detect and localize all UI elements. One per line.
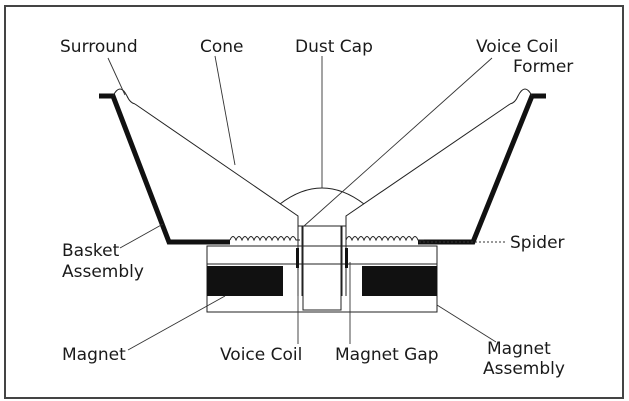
label-voice-coil-former-1: Voice Coil (476, 37, 558, 57)
spider-left (229, 236, 300, 242)
voice-coil-left (296, 248, 299, 268)
leader-basket (119, 223, 164, 249)
label-basket-1: Basket (62, 241, 120, 261)
top-plate (206, 245, 438, 265)
basket-left (99, 93, 230, 245)
label-magnet-gap: Magnet Gap (335, 345, 439, 365)
surround-left (112, 88, 136, 105)
diagram-frame (4, 5, 624, 399)
label-magnet-assembly-1: Magnet (487, 339, 551, 359)
label-cone: Cone (200, 37, 244, 57)
cone-right (345, 103, 511, 296)
label-magnet: Magnet (62, 345, 126, 365)
surround-right (509, 88, 533, 105)
magnet-left (207, 266, 283, 296)
spider-right (345, 236, 424, 242)
cone-left (134, 103, 299, 296)
label-dust-cap: Dust Cap (295, 37, 373, 57)
leader-magnet (127, 295, 226, 351)
voice-coil-right (345, 248, 348, 268)
leader-magnet-assembly (436, 304, 497, 343)
dust-cap (279, 187, 365, 205)
leader-former (303, 57, 493, 227)
basket-right (418, 93, 546, 245)
leader-cone (214, 55, 236, 166)
label-magnet-assembly-2: Assembly (483, 359, 565, 379)
label-spider: Spider (510, 233, 565, 253)
magnet-right (362, 266, 437, 296)
label-basket-2: Assembly (62, 262, 144, 282)
label-surround: Surround (60, 37, 138, 57)
leader-surround (107, 57, 126, 96)
pole-piece (302, 225, 342, 311)
label-voice-coil-former-2: Former (513, 57, 573, 77)
label-voice-coil: Voice Coil (220, 345, 302, 365)
